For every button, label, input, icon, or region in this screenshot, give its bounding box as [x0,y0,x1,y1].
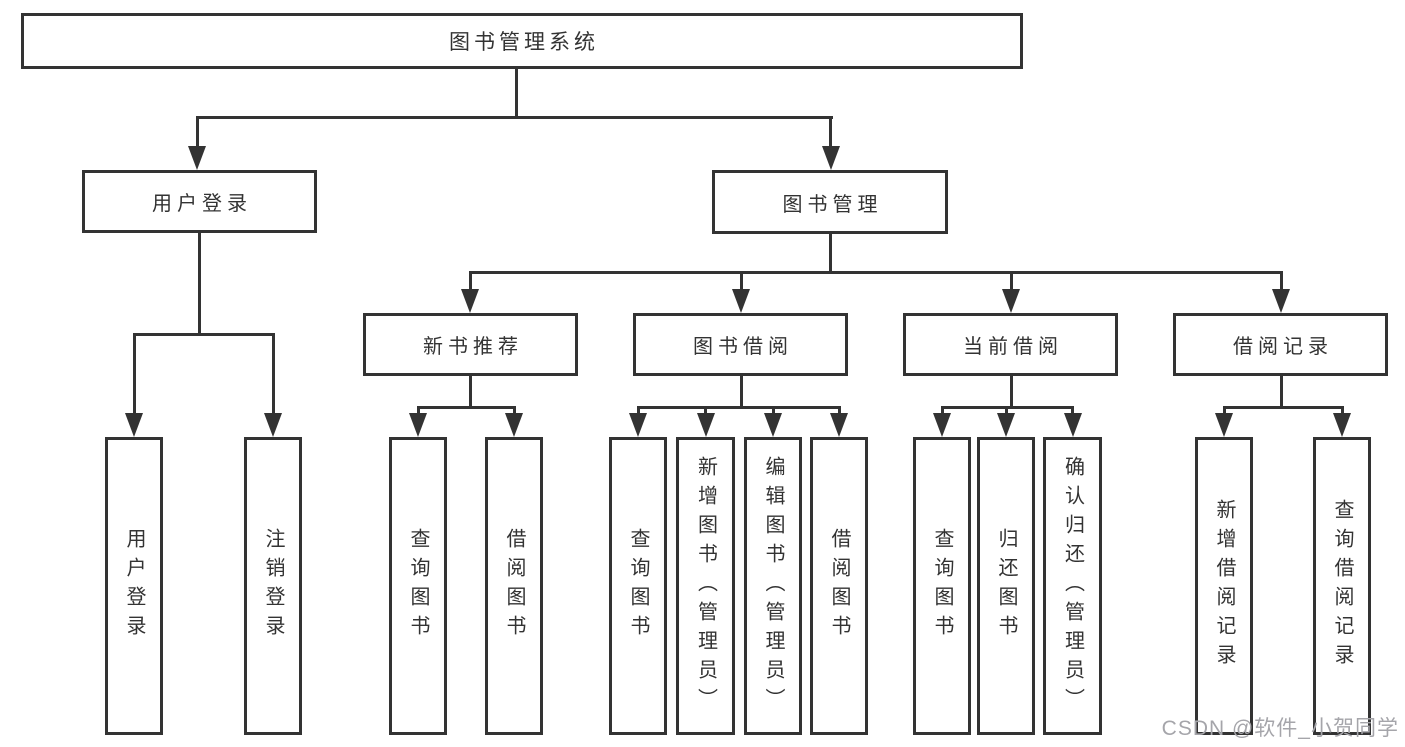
leaf-label: 借阅图书 [503,528,525,644]
leaf-label: 新增图书（管理员） [694,455,717,717]
leaf-label: 归还图书 [995,528,1017,644]
arrow-down-icon [125,413,143,437]
connector-user-login-bus [133,333,275,336]
node-root: 图书管理系统 [21,13,1023,69]
connector-stem-leaf [272,333,275,417]
arrow-down-icon [732,289,750,313]
connector-stem-leaf [941,406,944,418]
leaf-label: 借阅图书 [828,528,850,644]
arrow-down-icon [830,413,848,437]
connector-book-borrow-drop [740,376,743,408]
leaf-label: 查询图书 [627,528,649,644]
arrow-down-icon [1333,413,1351,437]
leaf-query-books-current: 查询图书 [913,437,971,735]
node-borrow-records: 借阅记录 [1173,313,1388,376]
connector-stem-leaf [133,333,136,417]
leaf-label: 确认归还（管理员） [1061,455,1084,717]
leaf-label: 用户登录 [123,528,145,644]
connector-stem-leaf [513,406,516,418]
connector-stem-user-login [196,116,199,149]
connector-root-drop [515,67,518,118]
node-current-borrowing: 当前借阅 [903,313,1118,376]
arrow-down-icon [188,146,206,170]
connector-stem-leaf [1005,406,1008,418]
connector-stem-leaf [417,406,420,418]
connector-stem-module [1010,271,1013,291]
leaf-add-borrow-record: 新增借阅记录 [1195,437,1253,735]
leaf-query-borrow-record: 查询借阅记录 [1313,437,1371,735]
arrow-down-icon [822,146,840,170]
arrow-down-icon [997,413,1015,437]
arrow-down-icon [1064,413,1082,437]
leaf-label: 注销登录 [262,528,284,644]
arrow-down-icon [505,413,523,437]
leaf-edit-book-admin: 编辑图书（管理员） [744,437,802,735]
leaf-add-book-admin: 新增图书（管理员） [676,437,735,735]
connector-book-mgmt-drop [829,234,832,273]
arrow-down-icon [629,413,647,437]
leaf-label: 编辑图书（管理员） [762,455,784,717]
connector-stem-module [469,271,472,291]
arrow-down-icon [1002,289,1020,313]
connector-stem-leaf [1071,406,1074,418]
node-user-login: 用户登录 [82,170,317,233]
arrow-down-icon [933,413,951,437]
leaf-confirm-return-admin: 确认归还（管理员） [1043,437,1102,735]
arrow-down-icon [697,413,715,437]
connector-new-book-drop [469,376,472,408]
connector-borrow-records-drop [1280,376,1283,408]
leaf-query-books-borrowing: 查询图书 [609,437,667,735]
connector-user-login-drop [198,233,201,336]
connector-stem-leaf [704,406,707,418]
arrow-down-icon [764,413,782,437]
leaf-label: 查询图书 [931,528,953,644]
leaf-query-books-recommend: 查询图书 [389,437,447,735]
leaf-logout: 注销登录 [244,437,302,735]
leaf-return-book: 归还图书 [977,437,1035,735]
connector-book-borrow-bus [637,406,841,409]
arrow-down-icon [409,413,427,437]
connector-stem-leaf [1223,406,1226,418]
leaf-user-login: 用户登录 [105,437,163,735]
leaf-borrow-books-borrowing: 借阅图书 [810,437,868,735]
leaf-label: 查询图书 [407,528,429,644]
connector-level2-bus [196,116,833,119]
leaf-label: 查询借阅记录 [1331,499,1353,673]
connector-stem-book-mgmt [829,116,832,149]
connector-stem-leaf [838,406,841,418]
arrow-down-icon [1272,289,1290,313]
leaf-label: 新增借阅记录 [1213,499,1235,673]
connector-level3-bus [469,271,1283,274]
arrow-down-icon [461,289,479,313]
connector-stem-leaf [772,406,775,418]
connector-current-borrow-drop [1010,376,1013,408]
connector-stem-leaf [637,406,640,418]
leaf-borrow-books-recommend: 借阅图书 [485,437,543,735]
arrow-down-icon [264,413,282,437]
connector-stem-module [1280,271,1283,291]
connector-new-book-bus [417,406,516,409]
node-book-borrowing: 图书借阅 [633,313,848,376]
connector-stem-leaf [1341,406,1344,418]
node-new-book-recommend: 新书推荐 [363,313,578,376]
node-book-management: 图书管理 [712,170,948,234]
arrow-down-icon [1215,413,1233,437]
connector-borrow-records-bus [1223,406,1343,409]
connector-stem-module [740,271,743,291]
csdn-watermark: CSDN @软件_小贺同学 [1161,717,1399,740]
